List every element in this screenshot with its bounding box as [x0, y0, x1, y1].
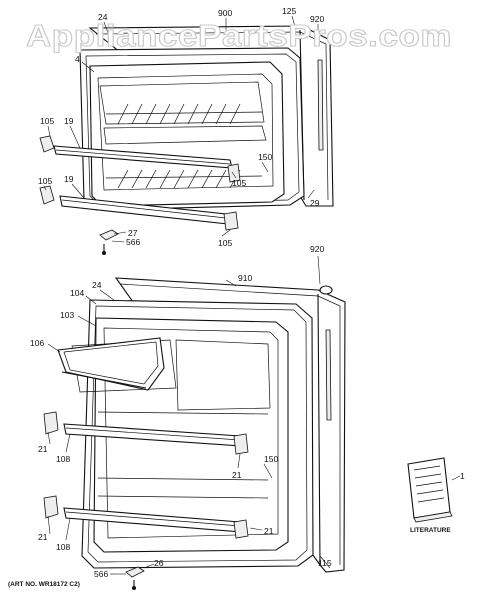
watermark: AppliancePartsPros.com: [26, 18, 452, 53]
callout-label: 24: [92, 280, 102, 290]
callout-label: 566: [126, 237, 140, 247]
callout-label: 105: [40, 116, 54, 126]
literature-number: 1: [460, 471, 465, 481]
callout-label: 115: [318, 558, 332, 568]
callout-label: 105: [232, 178, 246, 188]
callout-label: 920: [310, 244, 324, 254]
callout-label: 566: [94, 569, 108, 579]
art-number: (ART NO. WR18172 C2): [8, 581, 80, 588]
callout-label: 900: [218, 8, 232, 18]
fresh-food-door-assembly: [43, 277, 346, 590]
callout-label: 106: [30, 338, 44, 348]
literature-caption: LITERATURE: [410, 527, 451, 534]
callout-labels: 24 900 125 920 4 105 19 150 105 105 19 2…: [8, 6, 465, 588]
callout-label: 104: [70, 288, 84, 298]
callout-label: 108: [56, 542, 70, 552]
callout-label: 150: [258, 152, 272, 162]
callout-label: 21: [232, 470, 242, 480]
callout-label: 150: [264, 454, 278, 464]
callout-label: 108: [56, 454, 70, 464]
literature-booklet: [407, 457, 453, 523]
freezer-door-assembly: [39, 25, 334, 255]
callout-label: 21: [38, 532, 48, 542]
callout-label: 27: [128, 228, 138, 238]
callout-label: 103: [60, 310, 74, 320]
callout-label: 105: [38, 176, 52, 186]
callout-label: 19: [64, 174, 74, 184]
callout-label: 105: [218, 238, 232, 248]
callout-label: 920: [310, 14, 324, 24]
callout-label: 4: [75, 54, 80, 64]
callout-label: 21: [264, 526, 274, 536]
callout-label: 910: [238, 273, 252, 283]
callout-label: 24: [98, 12, 108, 22]
leader-lines: [43, 15, 461, 575]
callout-label: 19: [64, 116, 74, 126]
callout-label: 29: [310, 198, 320, 208]
callout-label: 125: [282, 6, 296, 16]
callout-label: 21: [38, 444, 48, 454]
callout-label: 26: [154, 558, 164, 568]
